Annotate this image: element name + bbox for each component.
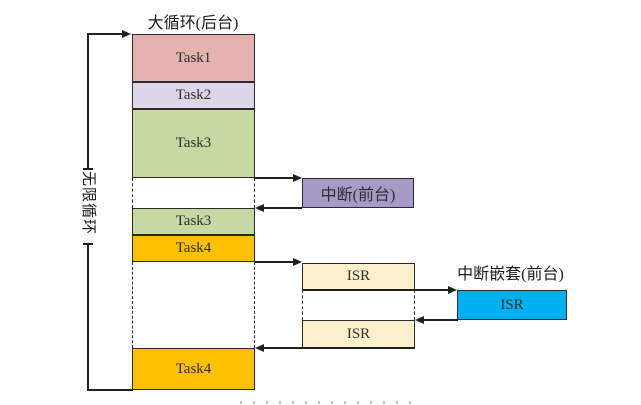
- task2-box: Task2: [132, 82, 255, 109]
- infinite-loop-label: 无限循环: [80, 171, 96, 245]
- loop-line-tick-bottom: [83, 243, 93, 245]
- task4-resumed-box: Task4: [132, 348, 255, 390]
- task3-resumed-box: Task3: [132, 208, 255, 235]
- interrupt-foreground-box: 中断(前台): [302, 178, 414, 208]
- nested-isr-entry-line: [303, 289, 449, 291]
- nested-isr-box: ISR: [457, 290, 567, 320]
- interrupt-preemption-gap-1: [132, 178, 255, 208]
- loop-bottom-line: [88, 389, 133, 391]
- interrupt-return-line: [261, 207, 302, 209]
- loop-entry-arrowhead-icon: [122, 30, 131, 38]
- isr-return-line: [261, 347, 415, 349]
- isr-preemption-gap: [302, 290, 415, 320]
- loop-vertical-line-upper: [87, 33, 89, 168]
- cut-off-caption: [240, 401, 415, 404]
- task4-box: Task4: [132, 235, 255, 262]
- isr-return-arrowhead-icon: [255, 344, 264, 352]
- interrupt-entry-arrowhead-icon: [293, 174, 302, 182]
- isr-entry-arrowhead-icon: [293, 258, 302, 266]
- nested-isr-entry-arrowhead-icon: [448, 286, 457, 294]
- isr-entry-line: [255, 261, 294, 263]
- nested-interrupt-label: 中断嵌套(前台): [457, 266, 564, 283]
- isr-first-box: ISR: [302, 263, 415, 290]
- nested-isr-return-line: [421, 319, 458, 321]
- interrupt-entry-line: [255, 177, 294, 179]
- task1-box: Task1: [132, 34, 255, 82]
- loop-line-tick-top: [83, 168, 93, 170]
- isr-second-box: ISR: [302, 320, 415, 348]
- background-loop-title: 大循环(后台): [147, 15, 239, 32]
- loop-top-line: [88, 33, 124, 35]
- interrupt-preemption-gap-2: [132, 262, 255, 348]
- loop-vertical-line-lower: [87, 245, 89, 391]
- task3-box: Task3: [132, 109, 255, 178]
- nested-isr-return-arrowhead-icon: [415, 316, 424, 324]
- interrupt-return-arrowhead-icon: [255, 204, 264, 212]
